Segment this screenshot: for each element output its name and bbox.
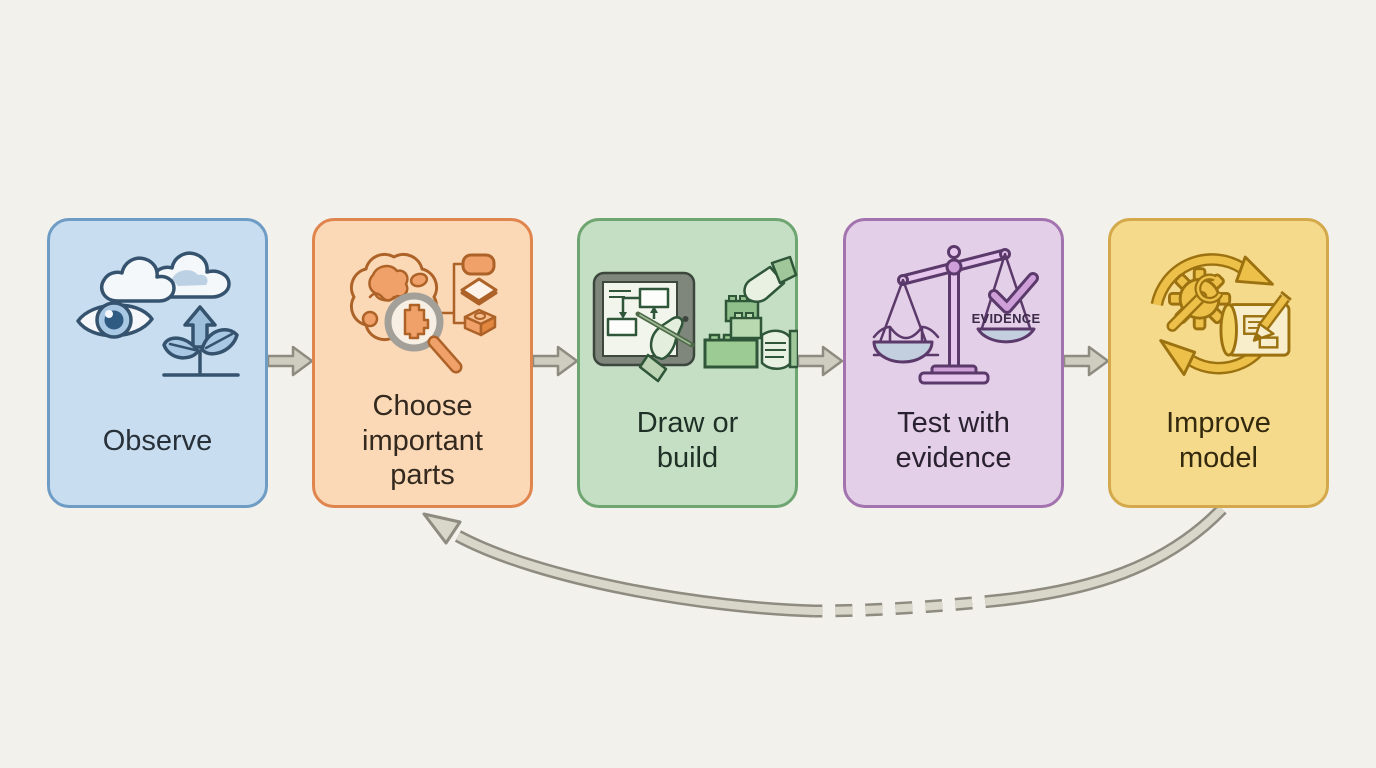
step-label: Choose important parts <box>362 389 483 492</box>
step-box-choose-important-parts: Choose important parts <box>312 218 533 508</box>
step-box-draw-or-build: Draw or build <box>577 218 798 508</box>
eye-clouds-plant-icon <box>76 251 240 377</box>
brain-magnifier-parts-icon <box>349 252 498 374</box>
step-label: Improve model <box>1166 407 1271 474</box>
step-label: Draw or build <box>636 407 739 474</box>
forward-arrow-icon <box>532 345 578 377</box>
step-box-improve-model: Improve model <box>1108 218 1329 508</box>
tablet-sketch-bricks-icon <box>592 255 798 383</box>
step-box-observe: Observe <box>47 218 268 508</box>
forward-arrow-icon <box>267 345 313 377</box>
step-label: Test with evidence <box>895 407 1012 474</box>
forward-arrow-icon <box>1063 345 1109 377</box>
step-box-test-with-evidence: EVIDENCE Test with evidence <box>843 218 1064 508</box>
balance-scale-evidence-icon: EVIDENCE <box>872 245 1041 385</box>
step-label: Observe <box>102 424 213 457</box>
evidence-label: EVIDENCE <box>972 311 1041 326</box>
cycle-gear-blueprint-icon <box>1150 253 1292 376</box>
forward-arrow-icon <box>797 345 843 377</box>
